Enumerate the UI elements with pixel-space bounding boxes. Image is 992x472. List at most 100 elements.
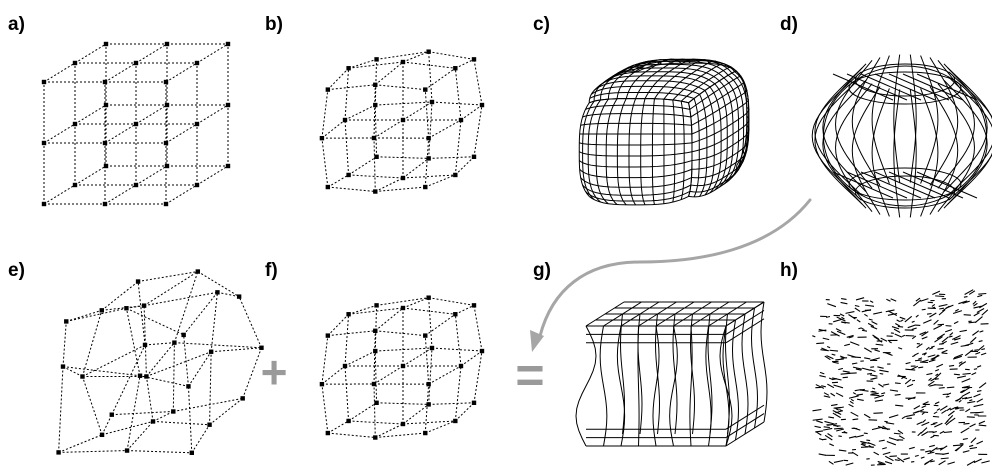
control-point [150,419,156,424]
control-point [325,333,331,338]
vector-mark [888,414,899,419]
vector-mark [934,378,939,380]
vector-mark [840,372,851,375]
control-point [453,312,458,317]
lattice-edge [374,351,378,403]
control-point [458,363,464,369]
control-point [194,182,200,188]
control-point [41,201,47,207]
lattice-edge [62,366,141,377]
vector-mark [905,368,916,371]
lattice-edge [127,450,192,454]
vector-mark [979,302,988,309]
lattice-edge [428,297,475,306]
vector-mark [918,366,924,369]
control-point [215,290,220,295]
control-point [41,140,47,146]
mesh-line [929,86,959,215]
control-point [195,269,201,274]
vector-mark [955,407,959,410]
vector-mark [829,349,839,352]
vector-mark [869,374,878,377]
vector-mark [949,417,956,422]
arrow-head-icon [530,330,544,352]
mesh-line [725,413,765,439]
vector-mark [932,415,940,418]
vector-mark [929,444,935,448]
vector-mark [945,395,950,398]
lattice-edge [143,271,199,307]
lattice-edge [375,423,404,438]
lattice-edge [327,420,349,434]
vector-mark [827,433,833,438]
lattice-edge [126,307,184,336]
vector-mark [865,304,875,307]
control-point [346,172,351,178]
control-point [426,402,431,407]
lattice-edge [428,51,475,60]
lattice-edge [137,281,146,345]
vector-mark [833,318,842,323]
lattice-edge [425,420,456,434]
lattice-edge [428,119,462,139]
plus-operator: + [261,346,288,398]
vector-mark [925,346,930,351]
control-point [194,60,200,66]
vector-mark [934,336,943,343]
vector-mark [929,447,938,453]
mesh-line [735,70,750,170]
lattice-edge [473,104,483,157]
vector-mark [948,335,953,338]
vector-mark [880,337,888,342]
lattice-edge [321,335,329,385]
vector-mark [953,353,963,359]
vector-mark [910,365,919,371]
mesh-line [688,70,738,104]
vector-mark [864,313,868,317]
vector-mark [979,330,984,333]
vector-mark [885,455,894,462]
vector-mark [855,368,862,371]
vector-mark [961,391,971,397]
panel-label-b: b) [265,14,283,35]
lattice-edge [402,158,429,179]
vector-mark [828,460,834,465]
mesh-line [631,60,737,72]
vector-mark [860,443,866,447]
vector-mark [921,308,926,311]
mesh-line [707,313,713,435]
vector-mark [962,300,970,304]
lattice-edge [143,305,147,377]
vector-mark [935,295,945,298]
lattice-edge [376,402,429,405]
lattice-edge [431,101,483,106]
vector-mark [872,377,878,380]
lattice-edge [460,350,483,367]
vector-mark [896,319,901,323]
mesh-line [822,65,988,207]
lattice-edge [373,365,404,385]
mesh-line [725,404,765,430]
control-point [109,412,114,417]
vector-mark [920,411,929,413]
vector-mark [956,375,967,379]
mesh-line [902,73,964,101]
vector-mark [949,332,954,336]
control-point [423,87,428,92]
vector-mark [969,446,978,450]
lattice-edge [375,101,433,106]
control-point [400,305,406,311]
vector-mark [885,309,895,313]
vector-mark [888,340,892,344]
vector-mark [882,447,887,450]
lattice-edge [62,321,67,367]
vector-mark [888,437,899,442]
vector-mark [978,420,986,425]
vector-mark [881,392,886,395]
control-point [103,102,109,108]
vector-mark [887,312,898,316]
lattice-edge [428,402,475,405]
vector-mark [869,369,876,373]
vector-mark [823,426,830,429]
lattice-edge [376,51,429,60]
